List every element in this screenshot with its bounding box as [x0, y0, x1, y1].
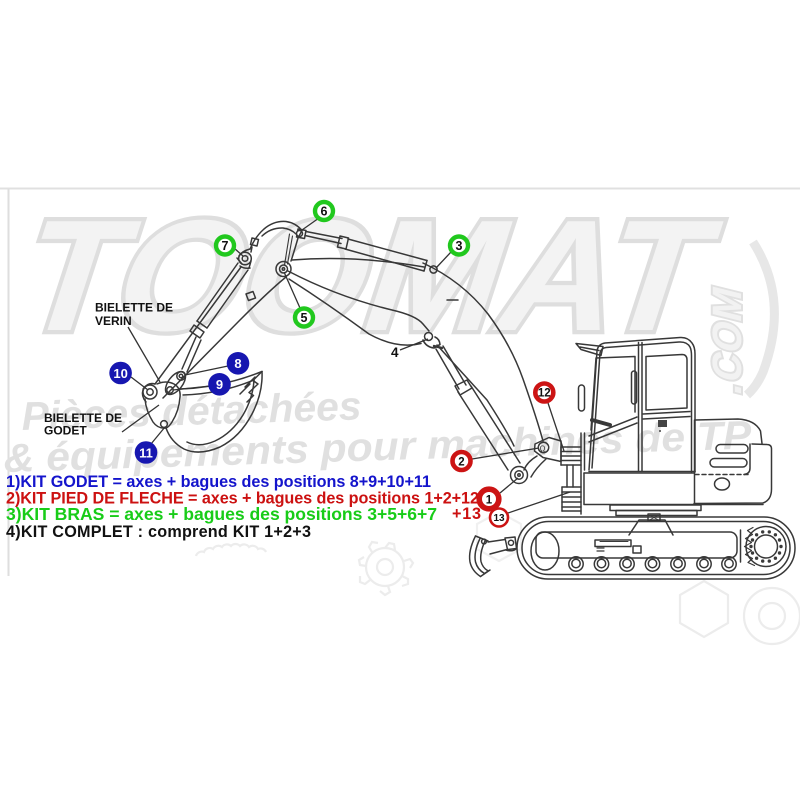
svg-text:Ω: Ω	[540, 445, 546, 454]
svg-text:9: 9	[216, 377, 223, 392]
svg-text:8: 8	[234, 356, 241, 371]
svg-text:7: 7	[222, 239, 229, 253]
svg-text:13: 13	[493, 513, 505, 524]
svg-text:3: 3	[456, 239, 463, 253]
svg-text:11: 11	[139, 445, 153, 460]
svg-text:.COM: .COM	[704, 281, 750, 399]
svg-text:+13: +13	[452, 505, 481, 523]
svg-text:3)KIT BRAS = axes + bagues des: 3)KIT BRAS = axes + bagues des positions…	[6, 504, 437, 524]
svg-text:5: 5	[301, 311, 308, 325]
svg-text:2: 2	[458, 456, 464, 468]
svg-text:4: 4	[391, 345, 399, 360]
svg-text:BIELETTE DE: BIELETTE DE	[44, 411, 122, 425]
svg-text:1)KIT GODET = axes + bagues de: 1)KIT GODET = axes + bagues des position…	[6, 473, 431, 491]
svg-text:Pièces détachées: Pièces détachées	[21, 384, 362, 439]
svg-text:1: 1	[486, 494, 493, 506]
svg-text:BIELETTE DE: BIELETTE DE	[95, 301, 173, 315]
svg-text:GODET: GODET	[44, 424, 87, 438]
svg-text:6: 6	[321, 205, 328, 219]
svg-text:10: 10	[113, 366, 127, 381]
svg-text:2)KIT PIED DE FLECHE = axes +: 2)KIT PIED DE FLECHE = axes + bagues des…	[6, 490, 479, 508]
svg-text:12: 12	[538, 388, 551, 400]
svg-text:4)KIT COMPLET : comprend KIT 1: 4)KIT COMPLET : comprend KIT 1+2+3	[6, 523, 311, 541]
svg-text:TOOMAT: TOOMAT	[0, 188, 736, 364]
svg-text:VERIN: VERIN	[95, 314, 132, 328]
